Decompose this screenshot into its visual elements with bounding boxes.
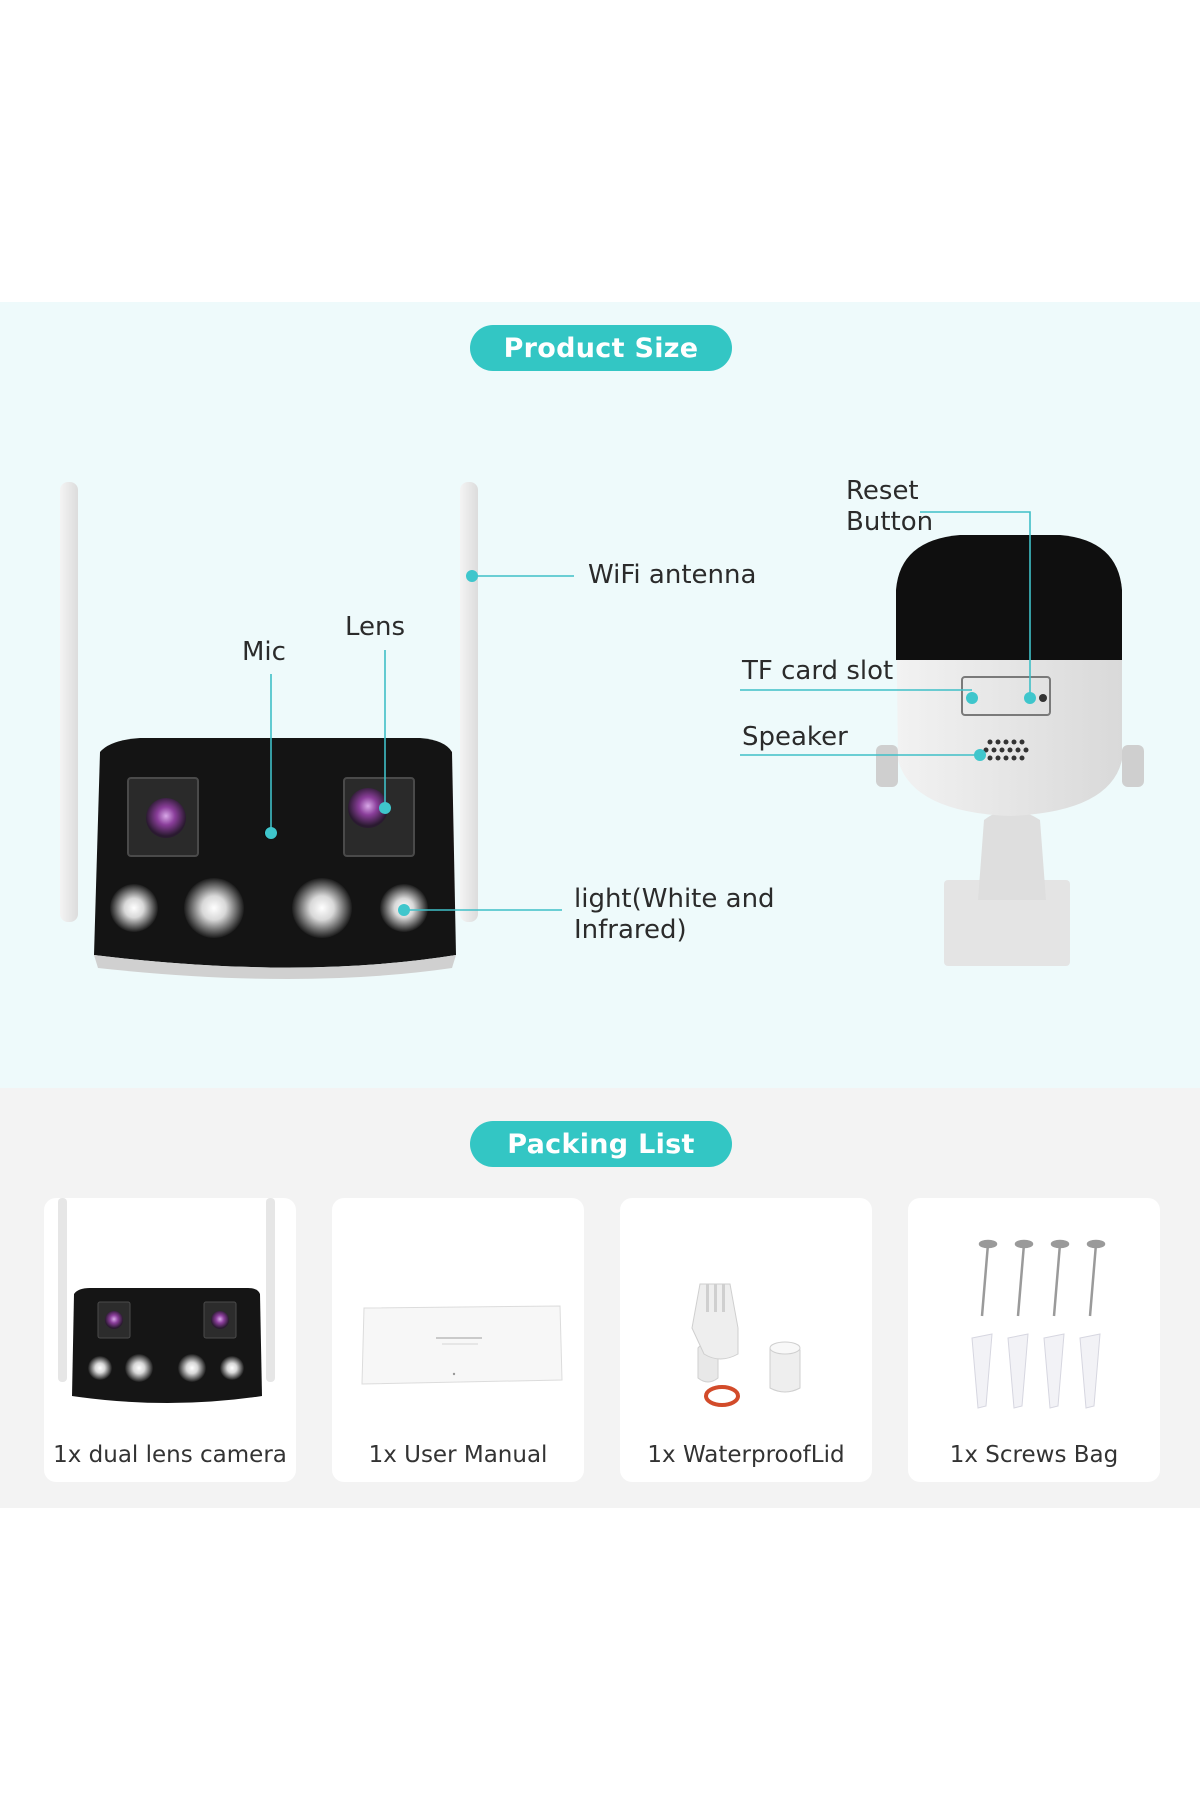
packing-list-title: Packing List	[470, 1121, 732, 1167]
callout-wifi-antenna: WiFi antenna	[588, 560, 757, 590]
packing-item-label: 1x dual lens camera	[53, 1442, 287, 1468]
dual-lens-camera-front	[60, 482, 478, 979]
callout-lines	[270, 511, 1031, 911]
callout-speaker: Speaker	[742, 722, 848, 752]
right-lens	[348, 788, 388, 828]
screws-bag-thumbnail	[971, 1239, 1106, 1409]
left-antenna	[60, 482, 78, 922]
packing-item-screws: 1x Screws Bag	[908, 1198, 1160, 1482]
packing-item-waterproof-lid: 1x WaterproofLid	[620, 1198, 872, 1482]
callout-reset-button: Reset Button	[846, 476, 934, 537]
callout-tf-card-slot: TF card slot	[742, 656, 894, 686]
ir-led	[110, 884, 158, 932]
camera-thumbnail	[58, 1198, 275, 1403]
camera-side-view	[876, 535, 1144, 966]
callout-light: light(White and Infrared)	[574, 884, 775, 945]
callout-mic: Mic	[242, 637, 286, 667]
manual-thumbnail	[361, 1305, 563, 1385]
left-lens	[146, 798, 186, 838]
tf-card-slot	[961, 676, 1051, 716]
white-led	[184, 878, 244, 938]
packing-item-label: 1x WaterproofLid	[647, 1442, 845, 1468]
packing-item-label: 1x Screws Bag	[949, 1442, 1119, 1468]
product-size-title: Product Size	[470, 325, 732, 371]
packing-item-camera: 1x dual lens camera	[44, 1198, 296, 1482]
white-led	[292, 878, 352, 938]
speaker-grille	[983, 739, 1029, 761]
callout-dots	[265, 570, 1036, 916]
right-antenna	[460, 482, 478, 922]
packing-item-label: 1x User Manual	[368, 1442, 548, 1468]
waterproof-lid-thumbnail	[691, 1283, 801, 1407]
callout-lens: Lens	[345, 612, 406, 642]
packing-item-manual: 1x User Manual	[332, 1198, 584, 1482]
